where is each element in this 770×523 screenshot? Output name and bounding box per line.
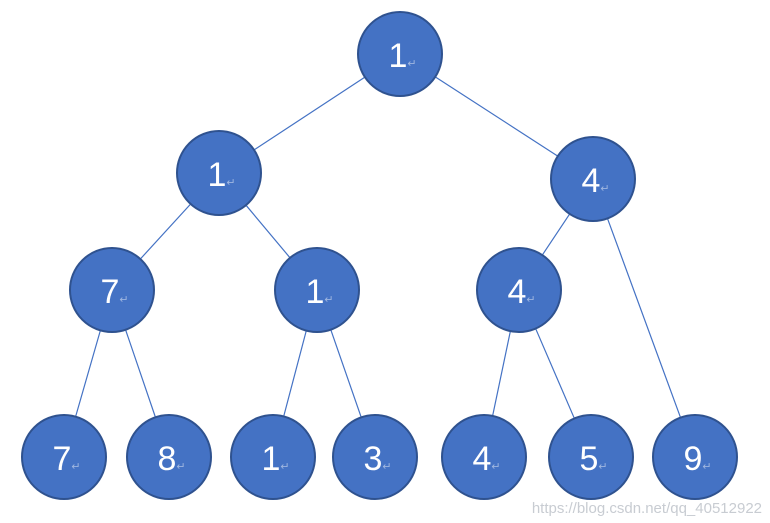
node-circle — [332, 414, 418, 500]
tree-node: 4↵ — [441, 414, 527, 500]
tree-node: 7↵ — [21, 414, 107, 500]
paragraph-mark-icon: ↵ — [407, 58, 416, 70]
tree-node: 9↵ — [652, 414, 738, 500]
edge-n1-n4 — [245, 204, 291, 259]
node-circle — [550, 136, 636, 222]
tree-node: 3↵ — [332, 414, 418, 500]
edge-n1-n3 — [139, 203, 192, 260]
node-label: 3 — [364, 440, 383, 478]
node-circle — [548, 414, 634, 500]
paragraph-mark-icon: ↵ — [226, 177, 235, 189]
node-label: 4 — [508, 273, 527, 311]
node-circle — [21, 414, 107, 500]
paragraph-mark-icon: ↵ — [598, 461, 607, 473]
node-circle — [274, 247, 360, 333]
tree-node: 1↵ — [357, 11, 443, 97]
edge-n3-n6 — [75, 330, 101, 417]
edge-n0-n2 — [434, 76, 559, 157]
tree-node: 4↵ — [476, 247, 562, 333]
node-circle — [441, 414, 527, 500]
paragraph-mark-icon: ↵ — [491, 461, 500, 473]
edge-n2-n5 — [541, 213, 571, 256]
node-circle — [476, 247, 562, 333]
edge-n4-n9 — [330, 329, 362, 418]
paragraph-mark-icon: ↵ — [176, 461, 185, 473]
node-label: 7 — [53, 440, 72, 478]
node-label: 8 — [158, 440, 177, 478]
node-label: 5 — [580, 440, 599, 478]
node-label: 1 — [389, 37, 408, 75]
tree-node: 8↵ — [126, 414, 212, 500]
tree-node: 5↵ — [548, 414, 634, 500]
node-label: 4 — [582, 162, 601, 200]
edges-layer — [75, 76, 682, 419]
paragraph-mark-icon: ↵ — [71, 461, 80, 473]
node-label: 9 — [684, 440, 703, 478]
node-circle — [357, 11, 443, 97]
tree-node: 1↵ — [176, 130, 262, 216]
watermark-text: https://blog.csdn.net/qq_40512922 — [531, 500, 762, 517]
paragraph-mark-icon: ↵ — [324, 294, 333, 306]
paragraph-mark-icon: ↵ — [702, 461, 711, 473]
tree-node: 1↵ — [230, 414, 316, 500]
edge-n4-n8 — [283, 330, 307, 417]
node-label: 1 — [306, 273, 325, 311]
node-circle — [69, 247, 155, 333]
paragraph-mark-icon: ↵ — [382, 461, 391, 473]
edge-n5-n11 — [535, 328, 575, 419]
edge-n3-n7 — [124, 329, 157, 418]
paragraph-mark-icon: ↵ — [119, 294, 128, 306]
node-circle — [176, 130, 262, 216]
node-label: 4 — [473, 440, 492, 478]
node-label: 1 — [208, 156, 227, 194]
paragraph-mark-icon: ↵ — [600, 183, 609, 195]
node-circle — [126, 414, 212, 500]
edge-n0-n1 — [253, 76, 366, 151]
node-label: 1 — [262, 440, 281, 478]
tree-node: 4↵ — [550, 136, 636, 222]
paragraph-mark-icon: ↵ — [280, 461, 289, 473]
tree-node: 1↵ — [274, 247, 360, 333]
edge-n5-n10 — [492, 330, 511, 417]
node-label: 7 — [101, 273, 120, 311]
node-circle — [230, 414, 316, 500]
tree-node: 7↵ — [69, 247, 155, 333]
node-circle — [652, 414, 738, 500]
paragraph-mark-icon: ↵ — [526, 294, 535, 306]
edge-n2-n12 — [606, 218, 682, 418]
nodes-layer: 1↵1↵4↵7↵1↵4↵7↵8↵1↵3↵4↵5↵9↵ — [21, 11, 738, 500]
